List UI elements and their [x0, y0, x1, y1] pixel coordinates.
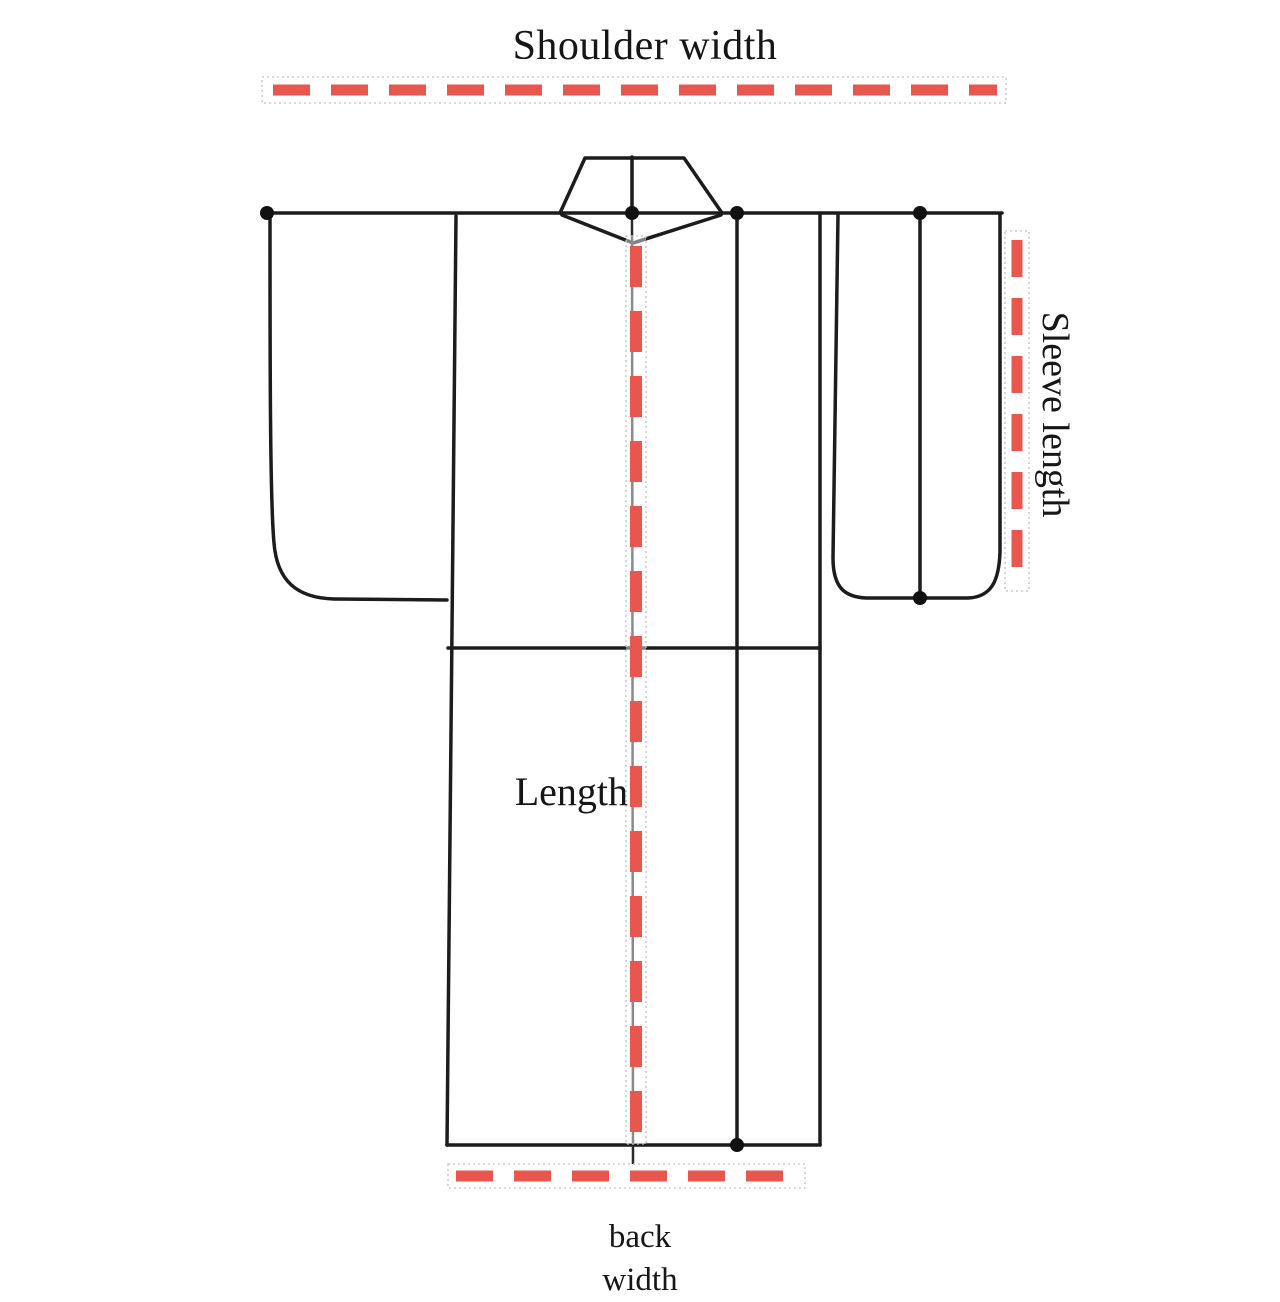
length-measure-line — [625, 235, 647, 1145]
dot-front-panel-top — [730, 206, 744, 220]
collar-trapezoid — [558, 156, 724, 215]
back-width-label: back width — [490, 1216, 790, 1302]
length-measure-strip — [625, 235, 647, 1145]
shoulder-width-label: Shoulder width — [512, 23, 778, 69]
dot-collar-center — [625, 206, 639, 220]
sleeve-length-measure-line — [1004, 230, 1030, 592]
dot-front-panel-bottom — [730, 1138, 744, 1152]
left-sleeve-outline — [268, 212, 449, 602]
right-sleeve-outline — [831, 213, 1002, 600]
dot-sleeve-bottom — [913, 591, 927, 605]
dot-sleeve-top — [913, 206, 927, 220]
measure-point-dots — [260, 206, 927, 1152]
back-width-label-line2: width — [602, 1261, 678, 1298]
back-width-label-line1: back — [608, 1219, 672, 1255]
shoulder-width-measure-line — [261, 76, 1007, 104]
length-label: Length — [514, 769, 628, 814]
dot-left-shoulder — [260, 206, 274, 220]
back-width-measure-strip — [447, 1163, 806, 1189]
measurement-lines — [261, 76, 1030, 1189]
sleeve-length-label: Sleeve length — [1034, 311, 1076, 518]
body-left-edge — [445, 214, 458, 1147]
back-width-measure-line — [447, 1163, 806, 1189]
center-back-line — [630, 212, 635, 1165]
